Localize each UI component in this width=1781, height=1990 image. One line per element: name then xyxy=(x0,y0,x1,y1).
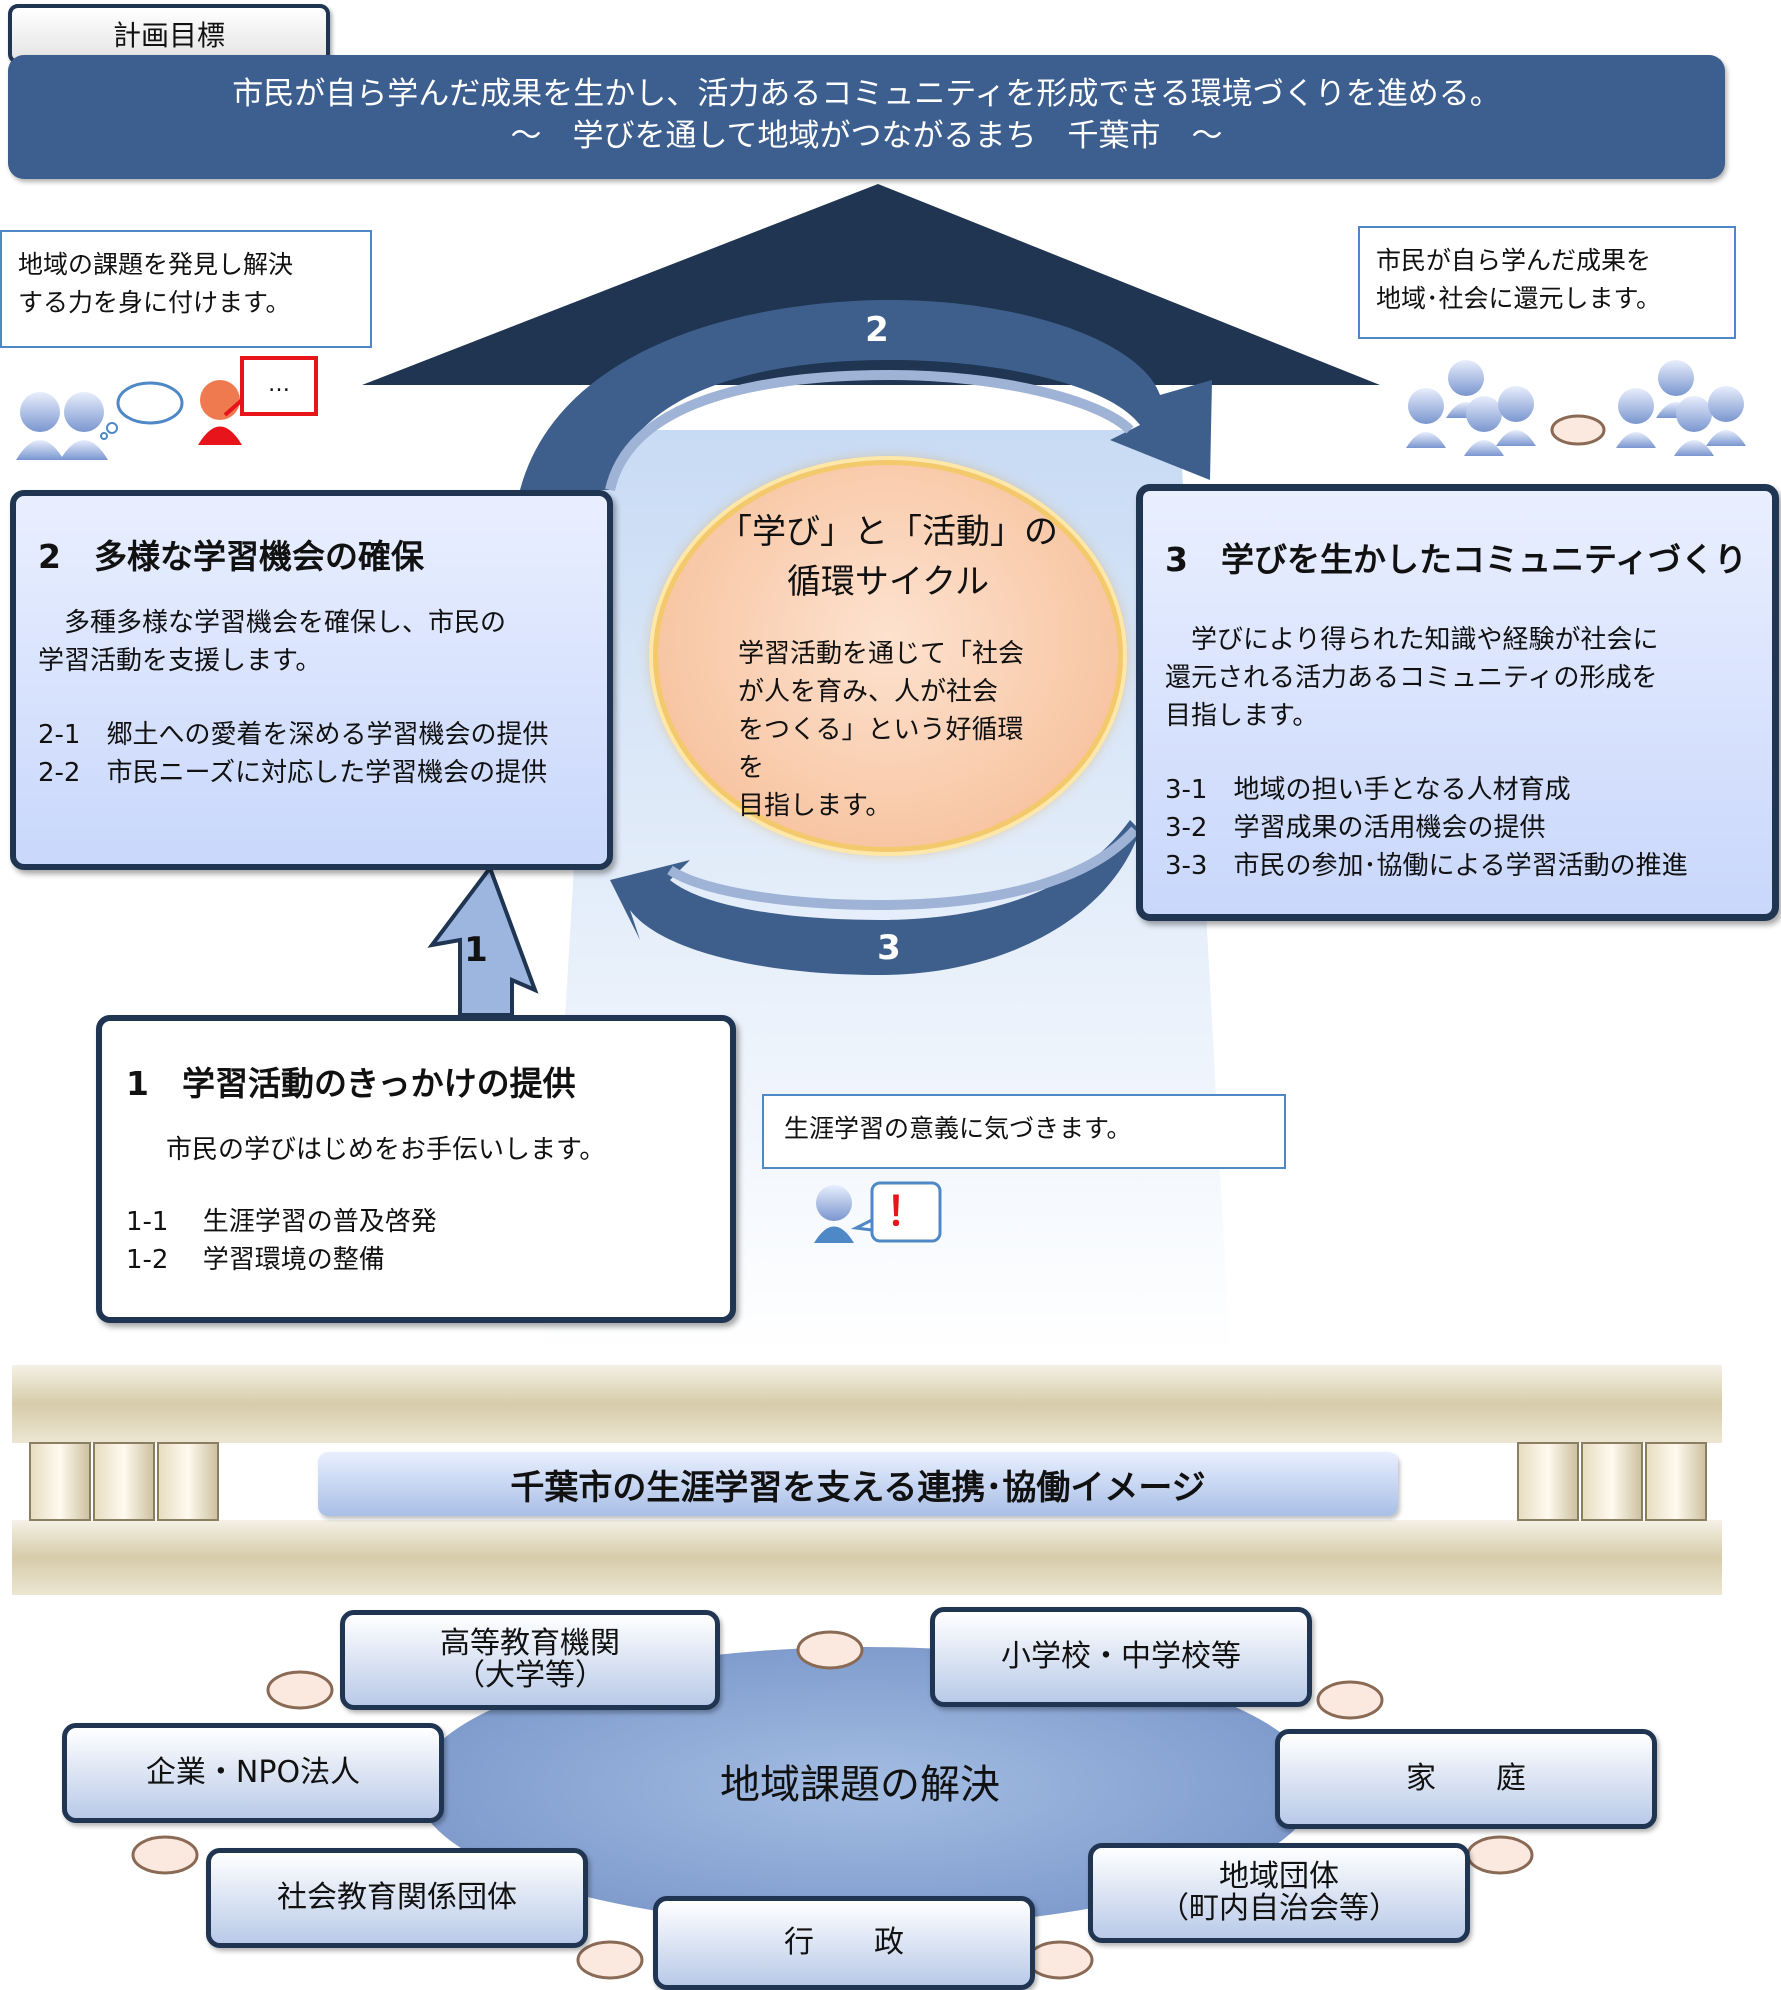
org-community-line2: （町内自治会等） xyxy=(1159,1891,1399,1926)
bridge-title: 千葉市の生涯学習を支える連携･協働イメージ xyxy=(318,1452,1398,1516)
card-learning-opportunity: 1 学習活動のきっかけの提供 市民の学びはじめをお手伝いします。 1-1 生涯学… xyxy=(96,1015,736,1323)
org-higher-education-line2: （大学等） xyxy=(455,1658,605,1693)
note-left-top: 地域の課題を発見し解決 する力を身に付けます。 xyxy=(0,230,372,348)
org-higher-education: 高等教育機関 （大学等） xyxy=(340,1610,720,1710)
cycle-arrow-3-inner xyxy=(667,826,1139,911)
goal-line1: 市民が自ら学んだ成果を生かし、活力あるコミュニティを形成できる環境づくりを進める… xyxy=(232,76,1501,112)
org-higher-education-line1: 高等教育機関 xyxy=(440,1626,620,1661)
note-left-top-line1: 地域の課題を発見し解決 xyxy=(18,250,294,279)
card3-item: 3-2 学習成果の活用機会の提供 xyxy=(1165,813,1546,843)
card2-title: 2 多様な学習機会の確保 xyxy=(38,537,424,576)
arrow-number-1: 1 xyxy=(464,930,488,970)
cycle-arrow-2 xyxy=(520,300,1212,490)
org-government: 行 政 xyxy=(653,1896,1035,1990)
cycle-body-line: 学習活動を通じて「社会 xyxy=(738,639,1025,669)
cycle-body-line: をつくる」という好循環を xyxy=(738,715,1024,783)
cycle-title-line1: 「学び」と「活動」の xyxy=(718,512,1058,552)
card2-item: 2-2 市民ニーズに対応した学習機会の提供 xyxy=(38,758,548,788)
middle-person xyxy=(814,1181,942,1243)
card3-desc-line: 目指します。 xyxy=(1165,701,1319,731)
bridge-top-beam xyxy=(12,1365,1722,1443)
org-schools: 小学校・中学校等 xyxy=(930,1607,1312,1707)
card2-desc-line2: 学習活動を支援します。 xyxy=(38,646,322,676)
note-right-top-line1: 市民が自ら学んだ成果を xyxy=(1376,246,1652,275)
card1-item: 1-1 生涯学習の普及啓発 xyxy=(126,1207,437,1237)
note-middle: 生涯学習の意義に気づきます。 xyxy=(762,1094,1286,1169)
cycle-body-line: 目指します。 xyxy=(738,791,892,821)
goal-line2: ～ 学びを通して地域がつながるまち 千葉市 ～ xyxy=(510,118,1223,154)
bridge-bottom-beam xyxy=(12,1520,1722,1595)
plan-label: 計画目標 xyxy=(8,4,330,64)
org-companies: 企業・NPO法人 xyxy=(62,1723,444,1823)
cycle-title: 「学び」と「活動」の 循環サイクル xyxy=(658,507,1118,607)
goal-banner: 市民が自ら学んだ成果を生かし、活力あるコミュニティを形成できる環境づくりを進める… xyxy=(8,55,1725,179)
org-community-groups: 地域団体 （町内自治会等） xyxy=(1088,1843,1470,1943)
note-right-top-line2: 地域･社会に還元します。 xyxy=(1376,284,1662,313)
up-arrow-head xyxy=(362,184,1380,385)
pillars-left xyxy=(29,1442,219,1521)
card-community-building: 3 学びを生かしたコミュニティづくり 学びにより得られた知識や経験が社会に 還元… xyxy=(1136,484,1779,921)
cycle-circle: 「学び」と「活動」の 循環サイクル 学習活動を通じて「社会 が人を育み、人が社会… xyxy=(653,460,1123,852)
cycle-title-line2: 循環サイクル xyxy=(786,562,990,602)
right-people xyxy=(1406,360,1746,456)
card3-title: 3 学びを生かしたコミュニティづくり xyxy=(1165,540,1747,579)
org-community-line1: 地域団体 xyxy=(1219,1859,1339,1894)
cycle-number-3: 3 xyxy=(877,928,901,968)
handshake-icons xyxy=(131,414,1606,1980)
card1-item: 1-2 学習環境の整備 xyxy=(126,1245,385,1275)
cycle-number-2: 2 xyxy=(865,310,889,350)
card2-desc-line1: 多種多様な学習機会を確保し、市民の xyxy=(38,608,507,638)
card2-item: 2-1 郷土への愛着を深める学習機会の提供 xyxy=(38,720,549,750)
arrow-1 xyxy=(427,863,539,1017)
center-label: 地域課題の解決 xyxy=(720,1762,1000,1808)
note-right-top: 市民が自ら学んだ成果を 地域･社会に還元します。 xyxy=(1358,226,1736,339)
org-social-education: 社会教育関係団体 xyxy=(206,1848,588,1948)
cycle-arrow-3 xyxy=(610,820,1140,975)
card1-desc: 市民の学びはじめをお手伝いします。 xyxy=(140,1135,606,1165)
cycle-arrow-2-inner xyxy=(605,369,1134,492)
card1-title: 1 学習活動のきっかけの提供 xyxy=(126,1064,576,1103)
card3-desc-line: 還元される活力あるコミュニティの形成を xyxy=(1165,663,1658,693)
speech-bubble-icon: … xyxy=(268,372,290,397)
cycle-body: 学習活動を通じて「社会 が人を育み、人が社会 をつくる」という好循環を 目指しま… xyxy=(738,635,1038,825)
exclamation-icon: ！ xyxy=(886,1189,926,1235)
card-diverse-learning: 2 多様な学習機会の確保 多種多様な学習機会を確保し、市民の 学習活動を支援しま… xyxy=(10,490,613,870)
card3-item: 3-3 市民の参加･協働による学習活動の推進 xyxy=(1165,851,1688,881)
left-people xyxy=(16,356,318,460)
org-family: 家 庭 xyxy=(1275,1729,1657,1829)
pillars-right xyxy=(1517,1442,1707,1521)
cycle-body-line: が人を育み、人が社会 xyxy=(738,677,999,707)
card3-item: 3-1 地域の担い手となる人材育成 xyxy=(1165,775,1571,805)
card3-desc-line: 学びにより得られた知識や経験が社会に xyxy=(1165,625,1659,655)
note-left-top-line2: する力を身に付けます。 xyxy=(18,288,291,317)
